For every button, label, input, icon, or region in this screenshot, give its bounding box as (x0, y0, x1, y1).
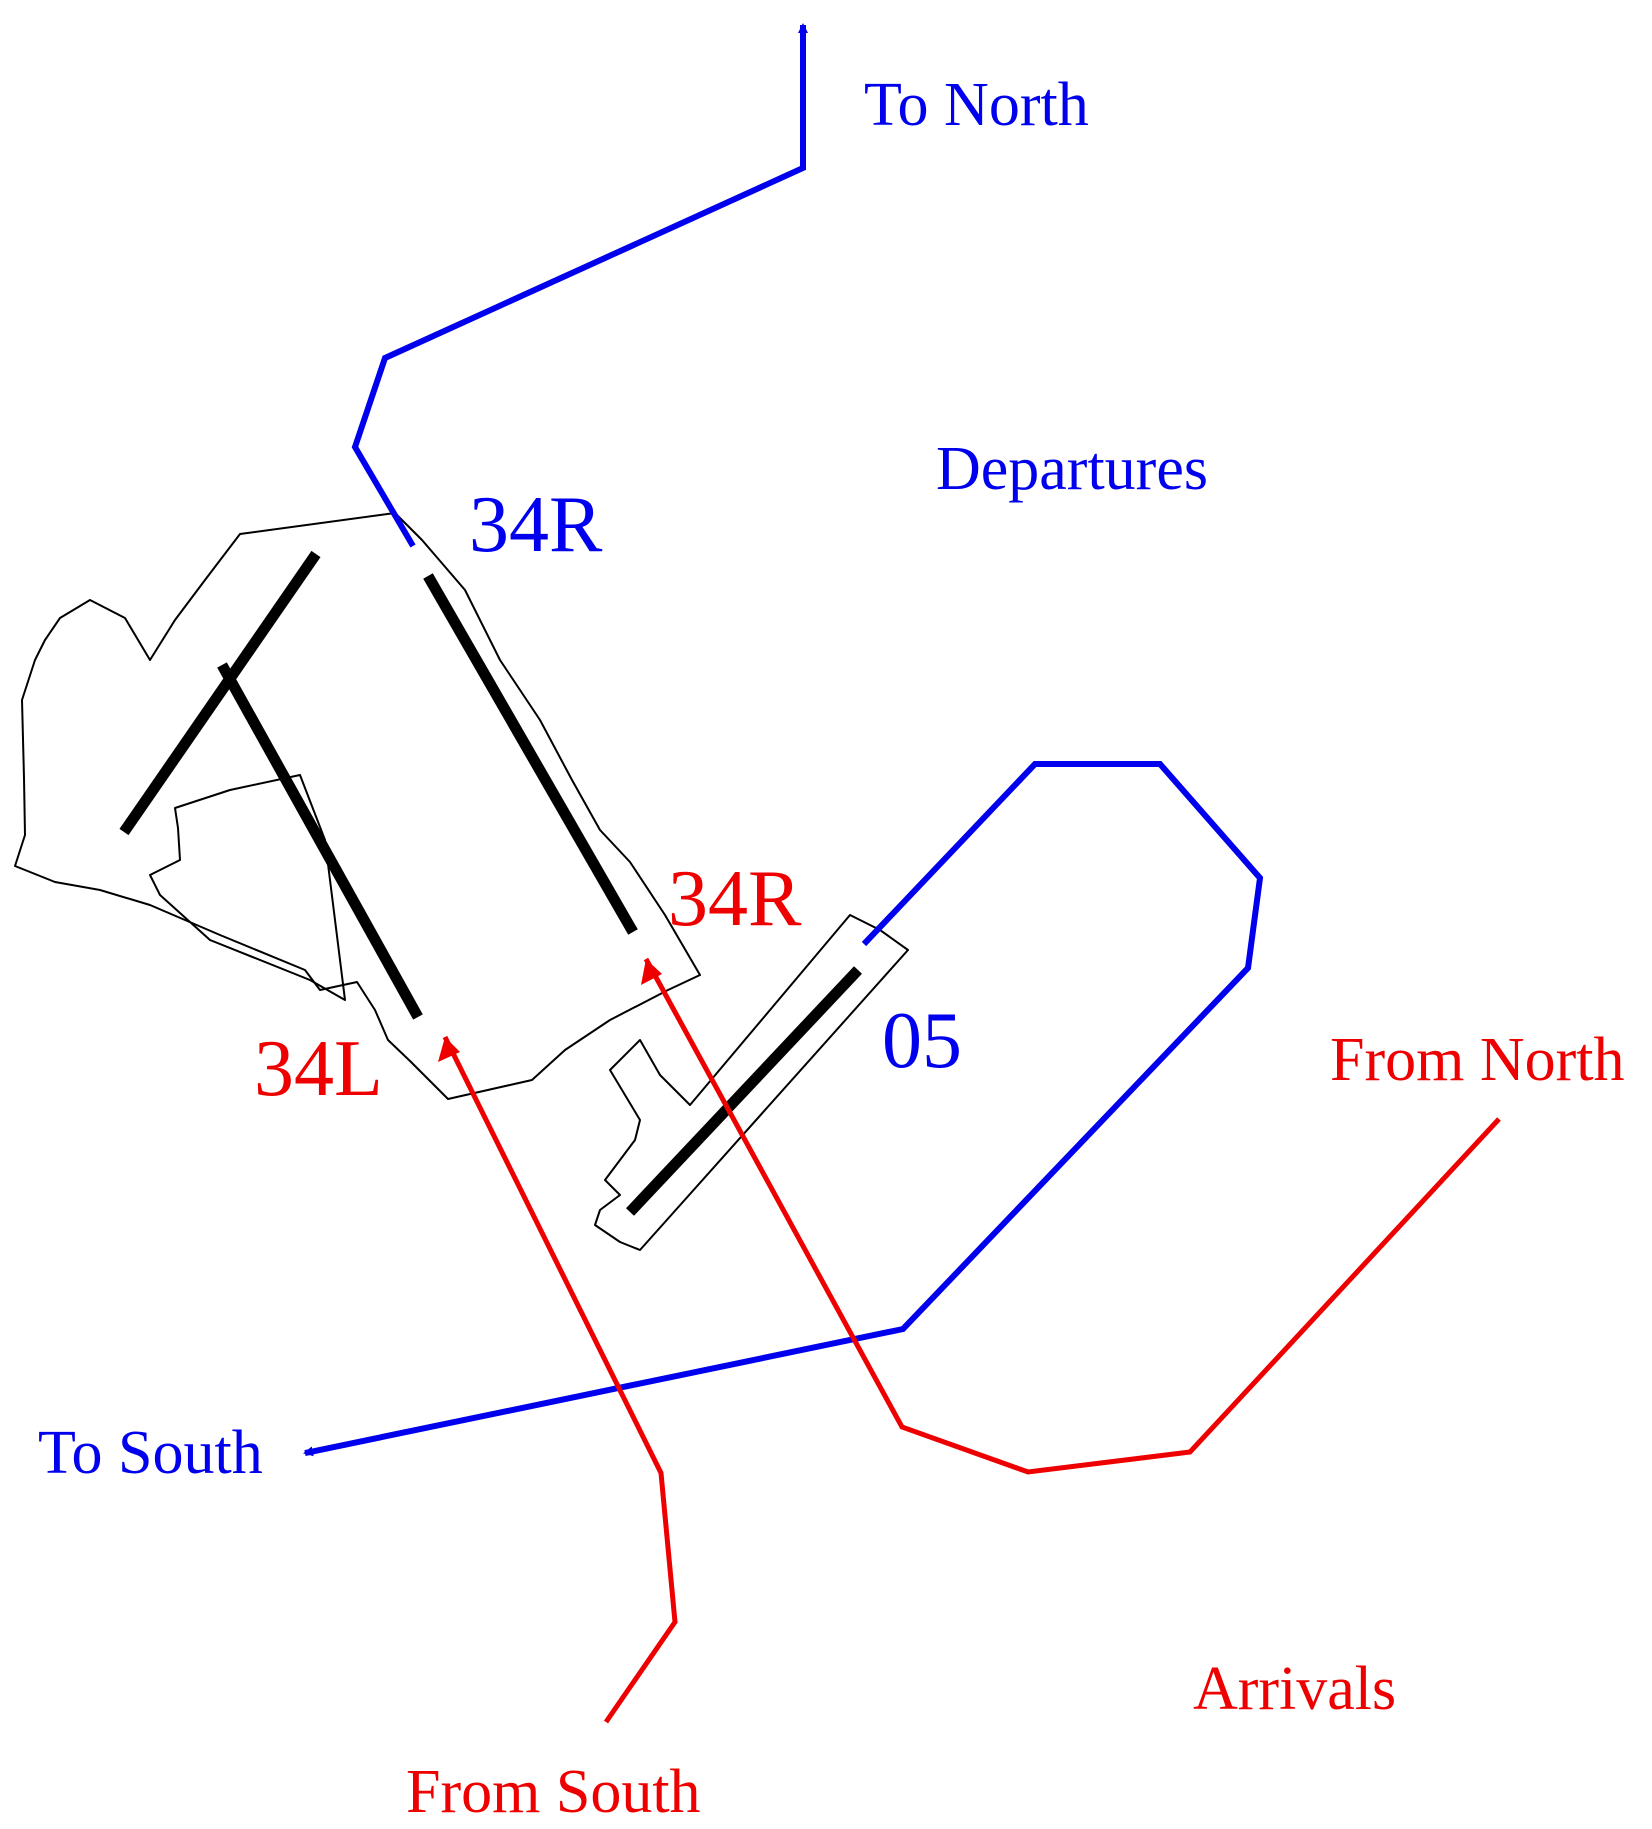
label-runway-34r-arrival: 34R (668, 855, 802, 943)
runways (119, 550, 863, 1216)
labels: To North Departures 34R 34R 34L 05 From … (38, 71, 1625, 1826)
runway-34l-strip (217, 662, 423, 1020)
label-to-south: To South (38, 1419, 263, 1487)
label-departures: Departures (936, 435, 1208, 503)
departure-route-to-north (351, 23, 808, 548)
arrowhead-34r-icon (641, 959, 662, 985)
arrival-route-from-south (442, 1035, 678, 1724)
runway-diagonal-strip (119, 550, 321, 836)
departure-routes (303, 23, 1264, 1457)
label-from-north: From North (1330, 1026, 1625, 1094)
airfield (14, 512, 909, 1251)
label-from-south: From South (406, 1758, 701, 1826)
arrowhead-34l-icon (438, 1037, 460, 1062)
label-runway-34l-arrival: 34L (254, 1025, 383, 1113)
runway-05-apron-outline (594, 914, 909, 1251)
label-arrivals: Arrivals (1193, 1655, 1396, 1723)
departure-route-to-south (303, 761, 1264, 1457)
label-runway-34r-departure: 34R (469, 481, 603, 569)
label-to-north: To North (864, 71, 1089, 139)
inner-apron-outline (149, 774, 346, 1001)
runway-34r-strip (423, 573, 638, 935)
label-runway-05-departure: 05 (882, 997, 962, 1085)
runway-05-strip (625, 966, 863, 1216)
arrival-routes (438, 957, 1501, 1724)
arrival-route-from-north (643, 957, 1501, 1475)
airfield-boundary (14, 512, 701, 1100)
